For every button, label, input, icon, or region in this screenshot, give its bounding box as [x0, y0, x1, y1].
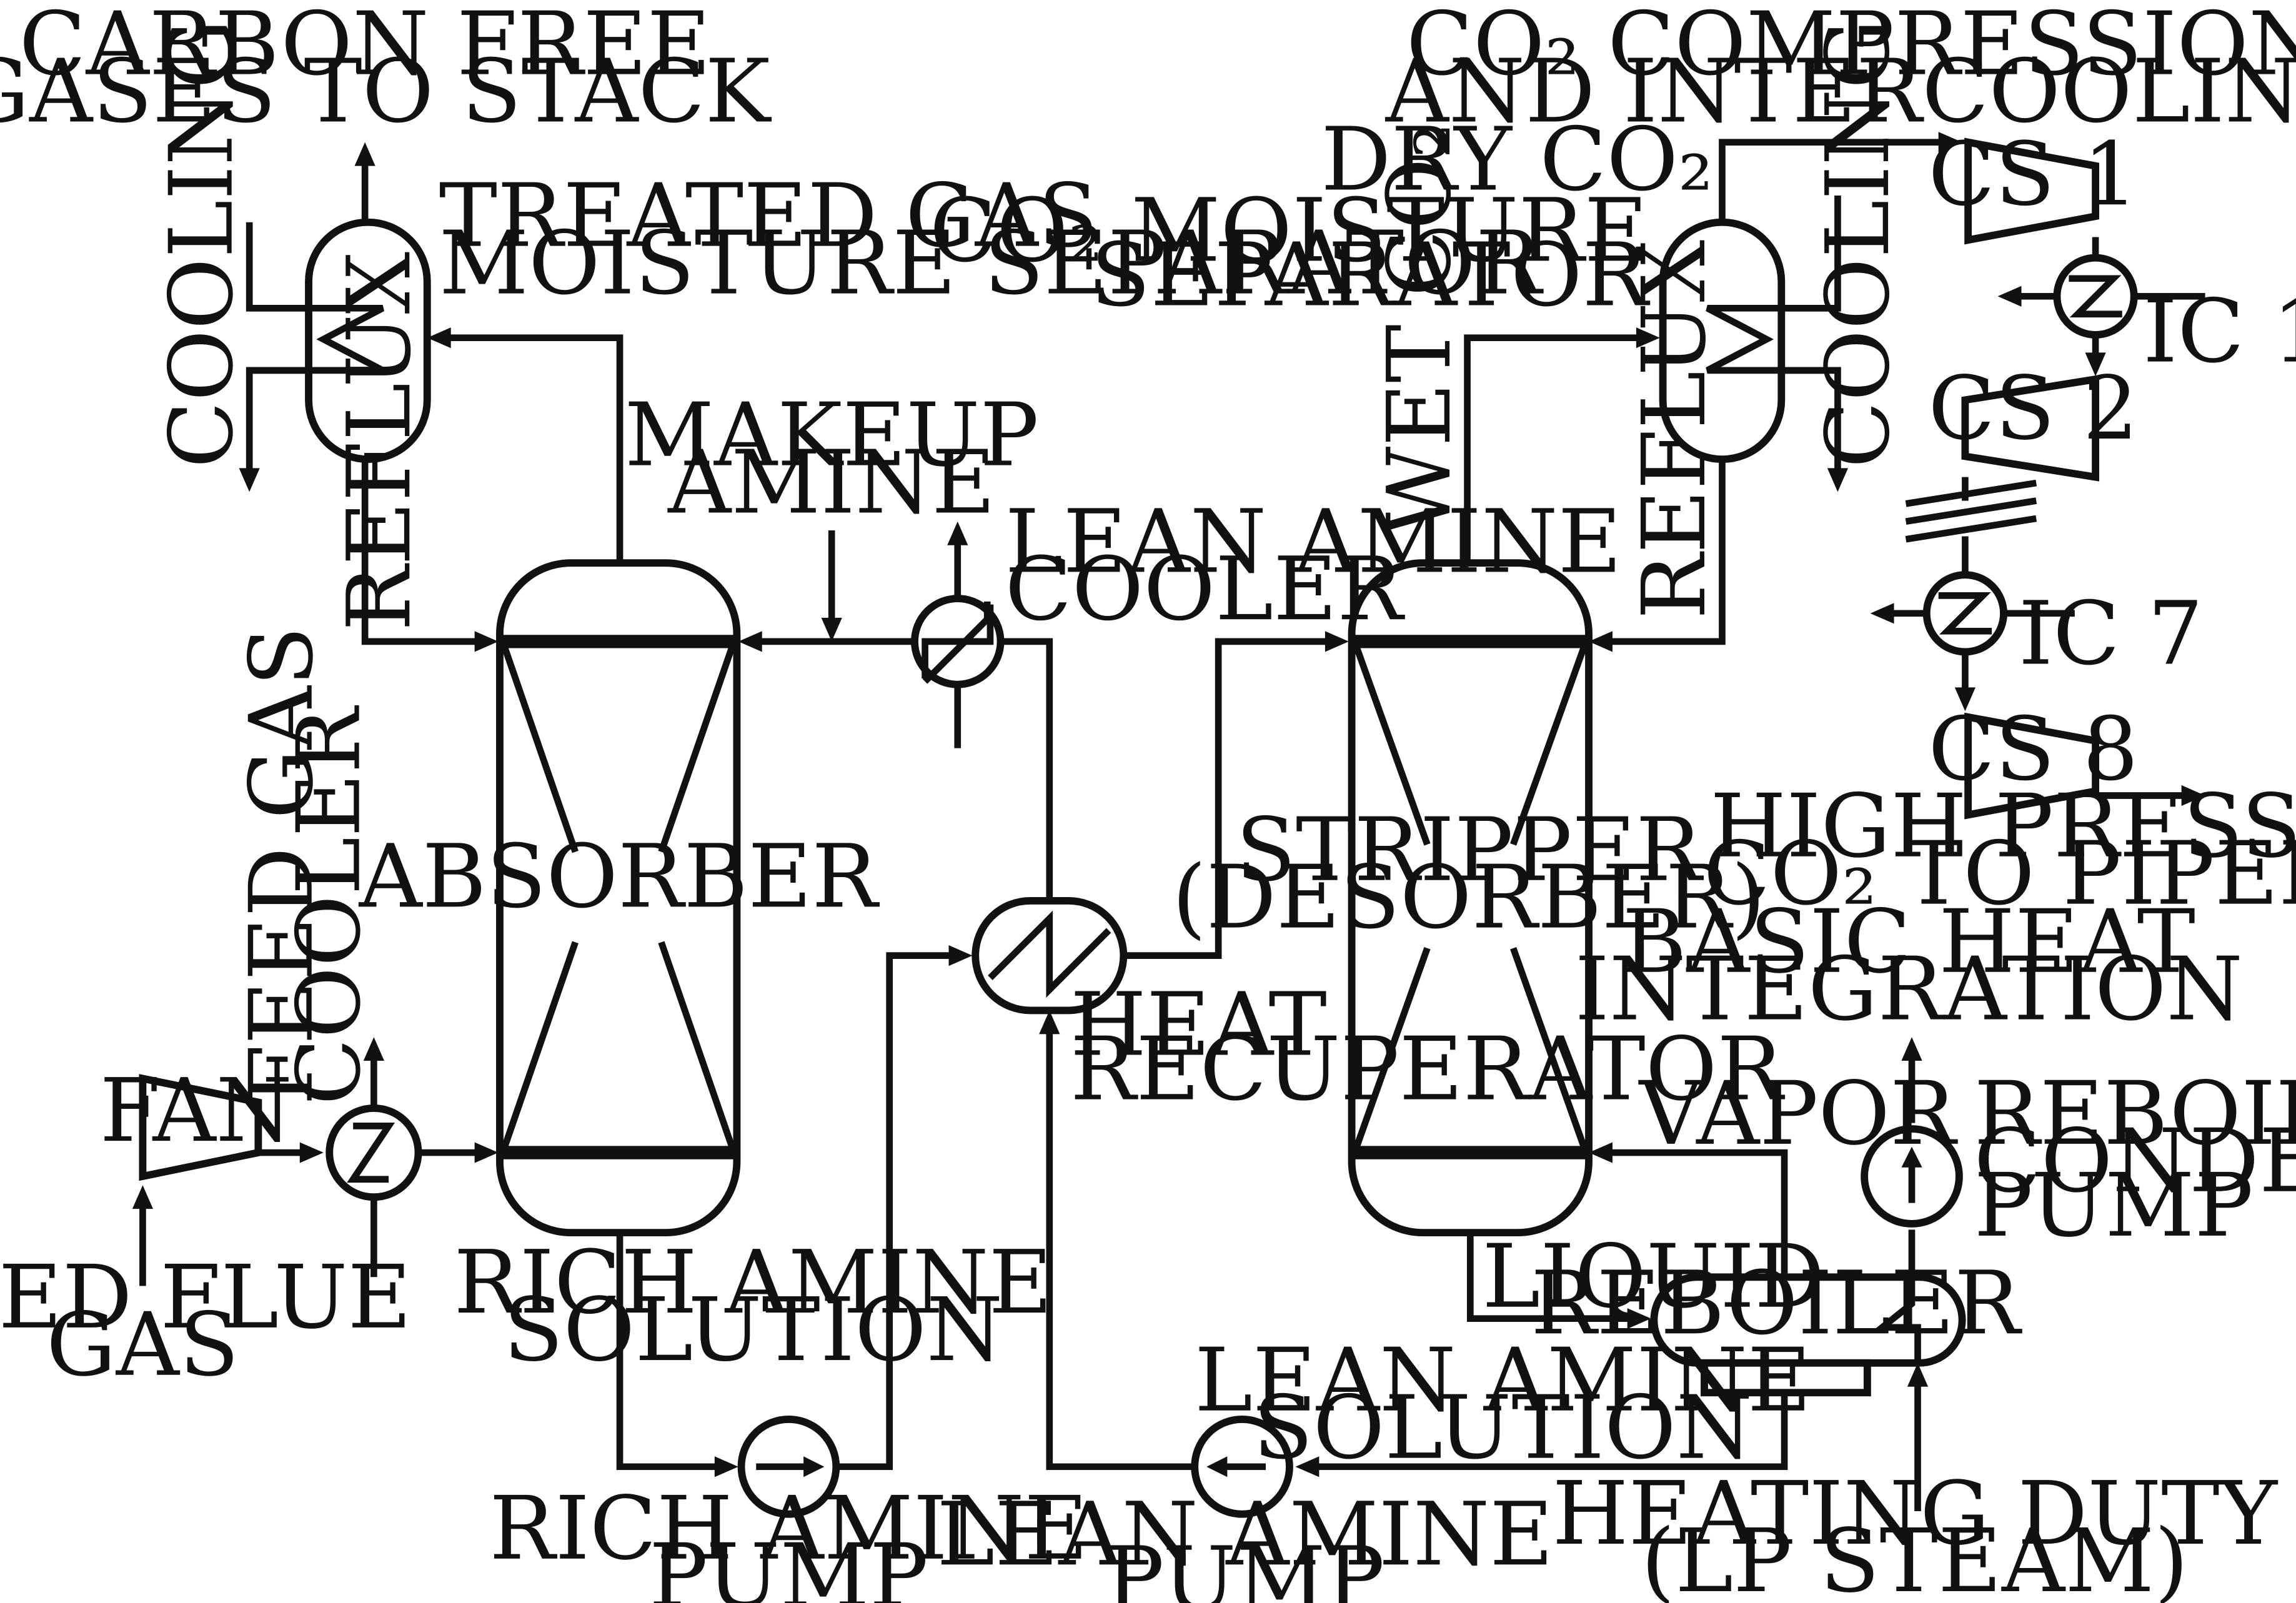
rich-amine-pump	[737, 1416, 840, 1518]
intercooler-ic1	[2053, 254, 2138, 339]
label-makeup-amine: AMINE	[667, 432, 995, 534]
label-basic-heat-integration: BASIC HEAT	[1623, 891, 2195, 993]
label-feed-flue-gas: FEED FLUE	[0, 1246, 412, 1348]
label-co2-compression: CO₂ COMPRESSION (CS)	[1406, 0, 2296, 95]
label-absorber: ABSORBER	[359, 825, 880, 927]
label-cooling-left: COOLING	[151, 19, 252, 469]
label-rich-amine-solution: RICH AMINE	[454, 1231, 1052, 1333]
label-feed-gas-cooler: FEED GAS	[231, 627, 332, 1106]
label-high-pressure-co2: HIGH PRESSURE	[1710, 775, 2296, 877]
label-cooling-right: COOLING	[1807, 19, 1909, 469]
label-heating-duty: (LP STEAM)	[1641, 1510, 2189, 1603]
label-reboiler: REBOILER	[1531, 1252, 2022, 1354]
label-heating-duty: HEATING DUTY	[1553, 1462, 2279, 1564]
label-rich-amine-pump: RICH AMINE	[489, 1477, 1088, 1579]
label-lean-amine-pump: LEAN AMINE	[937, 1483, 1553, 1585]
label-heat-recuperator: RECUPERATOR	[1070, 1018, 1785, 1120]
feed-gas-cooler	[326, 1104, 422, 1201]
label-treated-gas-separator: TREATED GAS	[439, 165, 1098, 267]
label-cs1: CS 1	[1928, 123, 2138, 225]
label-rich-amine-pump: PUMP	[649, 1525, 928, 1603]
heat-recuperator	[972, 896, 1128, 1015]
label-makeup-amine: MAKEUP	[625, 384, 1039, 486]
label-treated-gas-separator: MOISTURE SEPARATOR	[439, 212, 1544, 314]
label-wet-co2: WET CO₂	[1368, 123, 1470, 537]
label-dry-co2: DRY CO₂	[1321, 109, 1713, 211]
label-co2-moisture-separator: SEPARATOR	[1091, 224, 1651, 326]
label-co2-compression: AND INTERCOOLING (IC)	[1385, 40, 2296, 142]
co2-moisture-separator	[1659, 218, 1838, 464]
label-carbon-free: CARBON FREE	[19, 0, 711, 95]
label-reflux-left: REFLUX	[328, 252, 430, 631]
label-heat-recuperator: HEAT	[1070, 974, 1327, 1076]
label-stripper: (DESORBER)	[1172, 846, 1766, 948]
label-lean-amine-solution: SOLUTION	[1253, 1377, 1752, 1479]
label-lean-amine-cooler: COOLER	[1005, 538, 1405, 640]
compressor-cs8	[1964, 712, 2100, 820]
compressor-cs2	[1961, 375, 2100, 482]
lean-amine-pump	[1191, 1416, 1293, 1518]
label-rich-amine-solution: SOLUTION	[504, 1279, 1003, 1381]
label-cs2: CS 2	[1928, 357, 2138, 459]
label-reboiler-condensate-pump: CONDENSATE	[1974, 1110, 2296, 1212]
lean-amine-cooler	[911, 595, 1005, 688]
label-lean-amine-solution: LEAN AMINE	[1195, 1329, 1811, 1431]
label-liquid: LIQUID	[1482, 1226, 1824, 1328]
label-reboiler-condensate-pump: REBOILER	[1974, 1063, 2296, 1164]
label-stripper: STRIPPER	[1236, 799, 1704, 901]
fan	[139, 1074, 262, 1181]
label-fan: FAN	[100, 1060, 292, 1161]
label-co2-moisture-separator: CO₂ MOISTURE	[930, 179, 1648, 281]
compressor-cs1	[1964, 137, 2100, 245]
label-carbon-free: GASES TO STACK	[0, 40, 772, 142]
label-feed-gas-cooler: COOLER	[278, 705, 380, 1105]
label-vapor: VAPOR	[1638, 1063, 1958, 1164]
flow-arrowheads	[132, 132, 2205, 1477]
label-cs8: CS 8	[1928, 698, 2138, 800]
label-reboiler-condensate-pump: PUMP	[1974, 1154, 2254, 1256]
reboiler-condensate-pump	[1861, 1125, 1963, 1228]
stripper-column	[1348, 559, 1593, 1237]
label-basic-heat-integration: INTEGRATION	[1575, 938, 2243, 1040]
absorber-column	[496, 559, 741, 1237]
label-lean-amine-cooler: LEAN AMINE	[1005, 490, 1622, 592]
label-ic7: IC 7	[2019, 582, 2204, 684]
label-ic1: IC 1	[2143, 280, 2296, 382]
label-feed-flue-gas: GAS	[46, 1294, 239, 1396]
label-lean-amine-pump: PUMP	[1105, 1527, 1384, 1603]
intercooler-ic7	[1922, 571, 2007, 656]
label-reflux-right: REFLUX	[1623, 240, 1725, 619]
reboiler	[1650, 1273, 1966, 1397]
treated-gas-moisture-separator	[249, 218, 431, 464]
label-high-pressure-co2: CO₂ TO PIPELINE	[1703, 823, 2296, 925]
